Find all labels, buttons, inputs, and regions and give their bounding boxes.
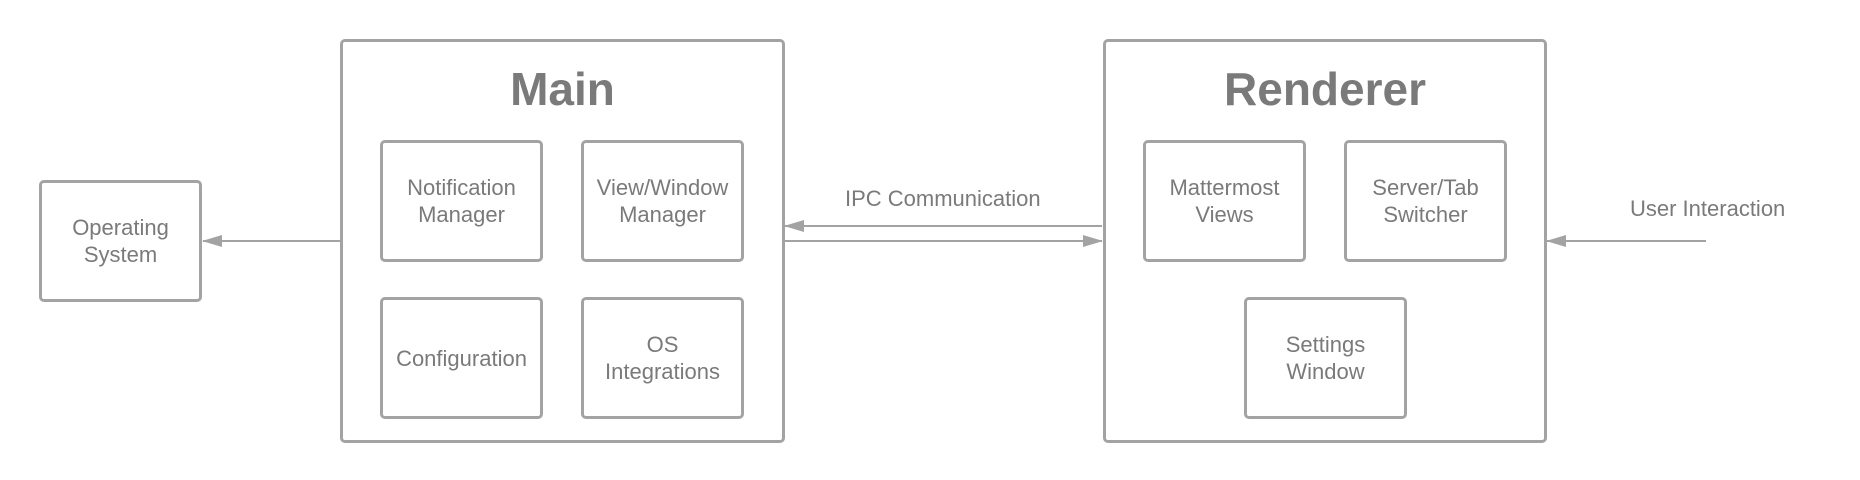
os-integrations-label: OS Integrations bbox=[605, 332, 720, 384]
settings-window-label: Settings Window bbox=[1285, 332, 1366, 384]
server-tab-switcher-node: Server/Tab Switcher bbox=[1344, 140, 1507, 262]
configuration-node: Configuration bbox=[380, 297, 543, 419]
mattermost-views-label: Mattermost Views bbox=[1169, 175, 1280, 227]
operating-system-label: Operating System bbox=[72, 215, 169, 267]
server-tab-switcher-label: Server/Tab Switcher bbox=[1372, 175, 1479, 227]
notification-manager-node: Notification Manager bbox=[380, 140, 543, 262]
main-title: Main bbox=[510, 63, 615, 115]
renderer-title: Renderer bbox=[1224, 63, 1426, 115]
operating-system-node: Operating System bbox=[39, 180, 202, 302]
settings-window-node: Settings Window bbox=[1244, 297, 1407, 419]
view-window-manager-node: View/Window Manager bbox=[581, 140, 744, 262]
view-window-manager-label: View/Window Manager bbox=[596, 175, 729, 227]
notification-manager-label: Notification Manager bbox=[407, 175, 516, 227]
mattermost-views-node: Mattermost Views bbox=[1143, 140, 1306, 262]
os-integrations-node: OS Integrations bbox=[581, 297, 744, 419]
user-interaction-label: User Interaction bbox=[1630, 196, 1786, 221]
ipc-communication-label: IPC Communication bbox=[845, 186, 1041, 211]
configuration-label: Configuration bbox=[396, 345, 527, 371]
